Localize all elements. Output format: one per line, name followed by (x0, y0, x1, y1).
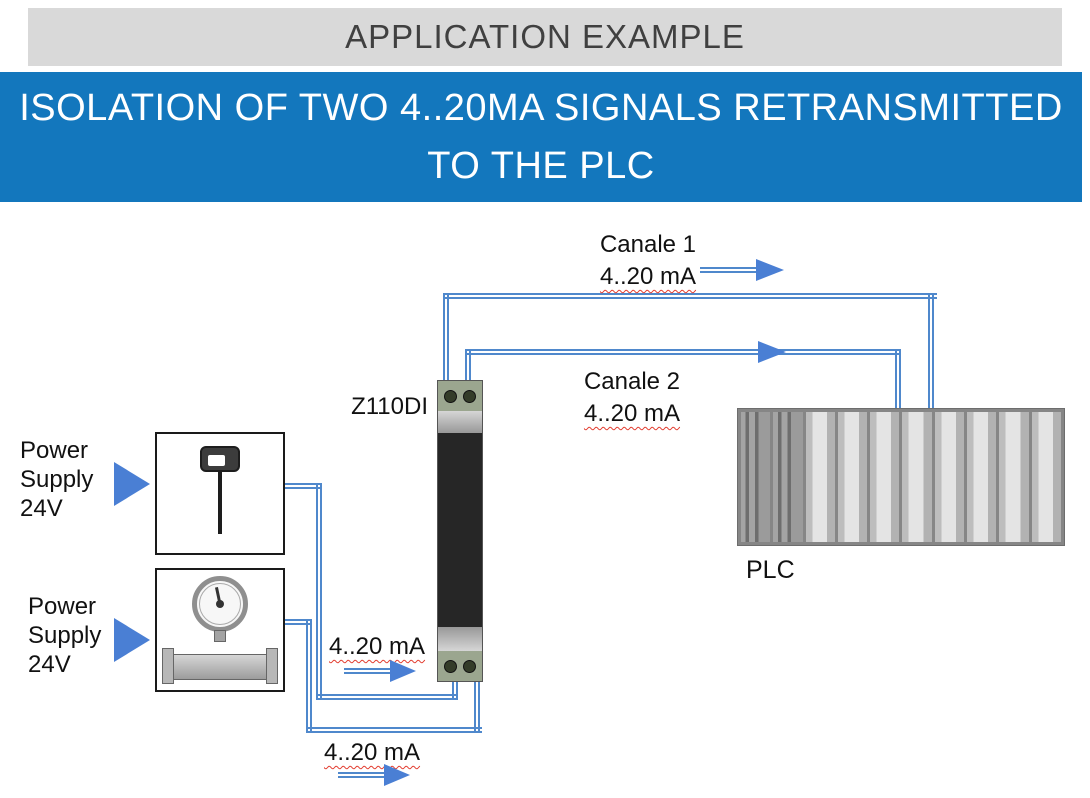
terminal-screw-icon (444, 659, 457, 673)
z110di-module (437, 380, 483, 682)
plc-module (805, 412, 835, 542)
power-supply-2-arrow-icon (114, 618, 150, 662)
plc-module (837, 412, 868, 542)
wire-sensor1-exit (284, 483, 322, 489)
plc-module (870, 412, 900, 542)
transmitter-1-box (155, 432, 285, 555)
plc-module (741, 412, 771, 542)
wire-channel2-riser (465, 349, 471, 382)
wire-sensor1-bottom (316, 694, 458, 700)
flow-meter-icon (162, 576, 278, 684)
terminal-screw-icon (463, 389, 476, 403)
title-line-2: TO THE PLC (427, 145, 655, 187)
pipe-flange-right (266, 648, 278, 684)
transmitter-2-box (155, 568, 285, 692)
plc-rack (737, 408, 1065, 546)
channel2-signal: 4..20 mA (547, 400, 717, 428)
channel1-arrow-head-icon (756, 259, 784, 281)
module-top-terminals (438, 381, 482, 411)
probe-head-window (208, 455, 225, 466)
wire-channel2-drop-to-plc (895, 349, 901, 410)
wire-channel1-riser (443, 293, 449, 382)
wire-channel1-horizontal (443, 293, 937, 299)
title-line-1: ISOLATION OF TWO 4..20MA SIGNALS RETRANS… (19, 87, 1063, 129)
input1-arrow-head-icon (390, 660, 416, 682)
eyebrow-banner: APPLICATION EXAMPLE (28, 8, 1062, 66)
wire-sensor2-down (306, 619, 312, 733)
channel2-signal-text: 4..20 mA (583, 400, 681, 427)
channel1-name: Canale 1 (599, 231, 697, 258)
input2-arrow-head-icon (384, 764, 410, 786)
channel2-direction-arrow-icon (758, 341, 786, 363)
plc-label: PLC (746, 556, 795, 584)
plc-module (967, 412, 997, 542)
input2-arrow-shaft (338, 772, 386, 778)
probe-head (200, 446, 240, 472)
power-supply-1-arrow-icon (114, 462, 150, 506)
module-label: Z110DI (351, 393, 428, 420)
wire-channel1-drop-to-plc (928, 293, 934, 410)
gauge-dial (192, 576, 248, 632)
input2-signal-label: 4..20 mA (324, 739, 420, 767)
channel2-name: Canale 2 (583, 368, 681, 395)
wire-sensor2-exit (284, 619, 312, 625)
wire-channel2-horizontal (465, 349, 901, 355)
module-bottom-ledge (438, 627, 482, 651)
channel1-signal: 4..20 mA (563, 263, 733, 291)
terminal-screw-icon (463, 659, 476, 673)
wire-sensor2-bottom (306, 727, 482, 733)
wire-sensor1-down (316, 483, 322, 700)
gauge-stem (214, 630, 226, 642)
input1-arrow-shaft (344, 668, 392, 674)
channel1-arrow-shaft (700, 267, 758, 273)
plc-module (773, 412, 803, 542)
channel1-signal-text: 4..20 mA (599, 263, 697, 290)
plc-module (1031, 412, 1061, 542)
pipe-body (162, 648, 278, 684)
input2-signal-text: 4..20 mA (324, 739, 421, 766)
title-banner: ISOLATION OF TWO 4..20MA SIGNALS RETRANS… (0, 72, 1082, 202)
plc-module (902, 412, 932, 542)
power-supply-1-label: Power Supply 24V (20, 437, 94, 522)
input1-signal-label: 4..20 mA (329, 633, 425, 661)
pipe-flange-left (162, 648, 174, 684)
eyebrow-text: APPLICATION EXAMPLE (345, 18, 745, 55)
probe-stem (218, 472, 222, 534)
module-top-ledge (438, 411, 482, 433)
wire-sensor2-stub (474, 678, 480, 733)
terminal-screw-icon (444, 389, 457, 403)
gauge-hub (216, 600, 224, 608)
module-bottom-terminals (438, 651, 482, 681)
plc-module (999, 412, 1029, 542)
plc-module (934, 412, 965, 542)
gauge-ring (199, 583, 241, 625)
probe-sensor-icon (200, 446, 240, 534)
channel2-label-group: Canale 2 4..20 mA (547, 368, 717, 428)
power-supply-2-label: Power Supply 24V (28, 593, 102, 678)
wire-sensor1-stub (452, 678, 458, 700)
input1-signal-text: 4..20 mA (329, 633, 426, 660)
channel1-label-group: Canale 1 4..20 mA (563, 231, 733, 291)
module-body (438, 433, 482, 627)
